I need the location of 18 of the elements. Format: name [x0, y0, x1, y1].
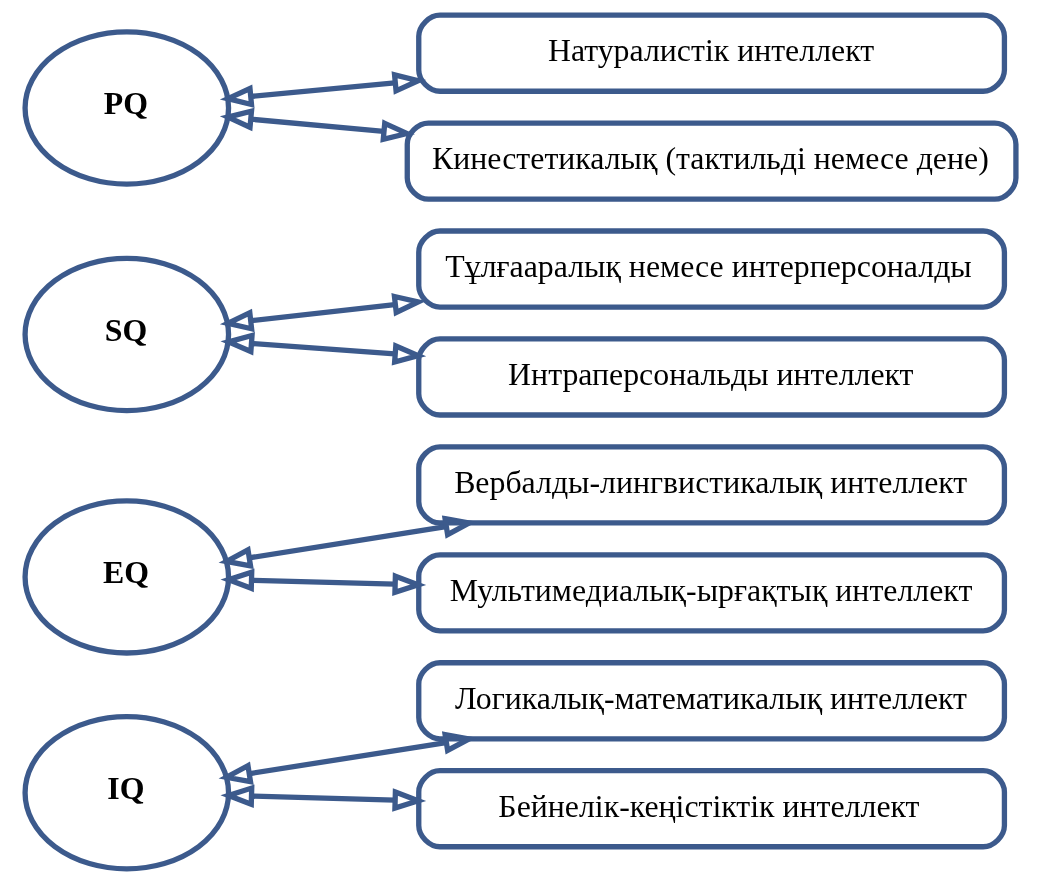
node-box: Вербалды-лингвистикалық интеллект	[416, 444, 1008, 526]
node-ellipse: SQ	[22, 255, 232, 414]
node-box: Бейнелік-кеңістіктік интеллект	[416, 768, 1008, 850]
arrow	[219, 293, 427, 333]
node-ellipse: IQ	[22, 714, 232, 872]
node-box: Мультимедиалық-ырғақтық интеллект	[416, 552, 1008, 634]
node-box: Натуралистік интеллект	[416, 12, 1008, 94]
node-box: Логикалық-математикалық интеллект	[416, 660, 1008, 742]
node-box: Тұлғааралық немесе интерперсоналды	[416, 228, 1008, 310]
node-box: Кинестетикалық (тактильді немесе дене)	[404, 120, 1019, 202]
node-box: Интраперсональды интеллект	[416, 336, 1008, 418]
node-ellipse: PQ	[22, 29, 232, 187]
arrow	[220, 331, 427, 366]
arrow	[220, 784, 427, 812]
node-ellipse: EQ	[22, 498, 232, 656]
arrow	[220, 568, 427, 596]
arrow	[219, 71, 427, 108]
arrow	[219, 107, 415, 143]
